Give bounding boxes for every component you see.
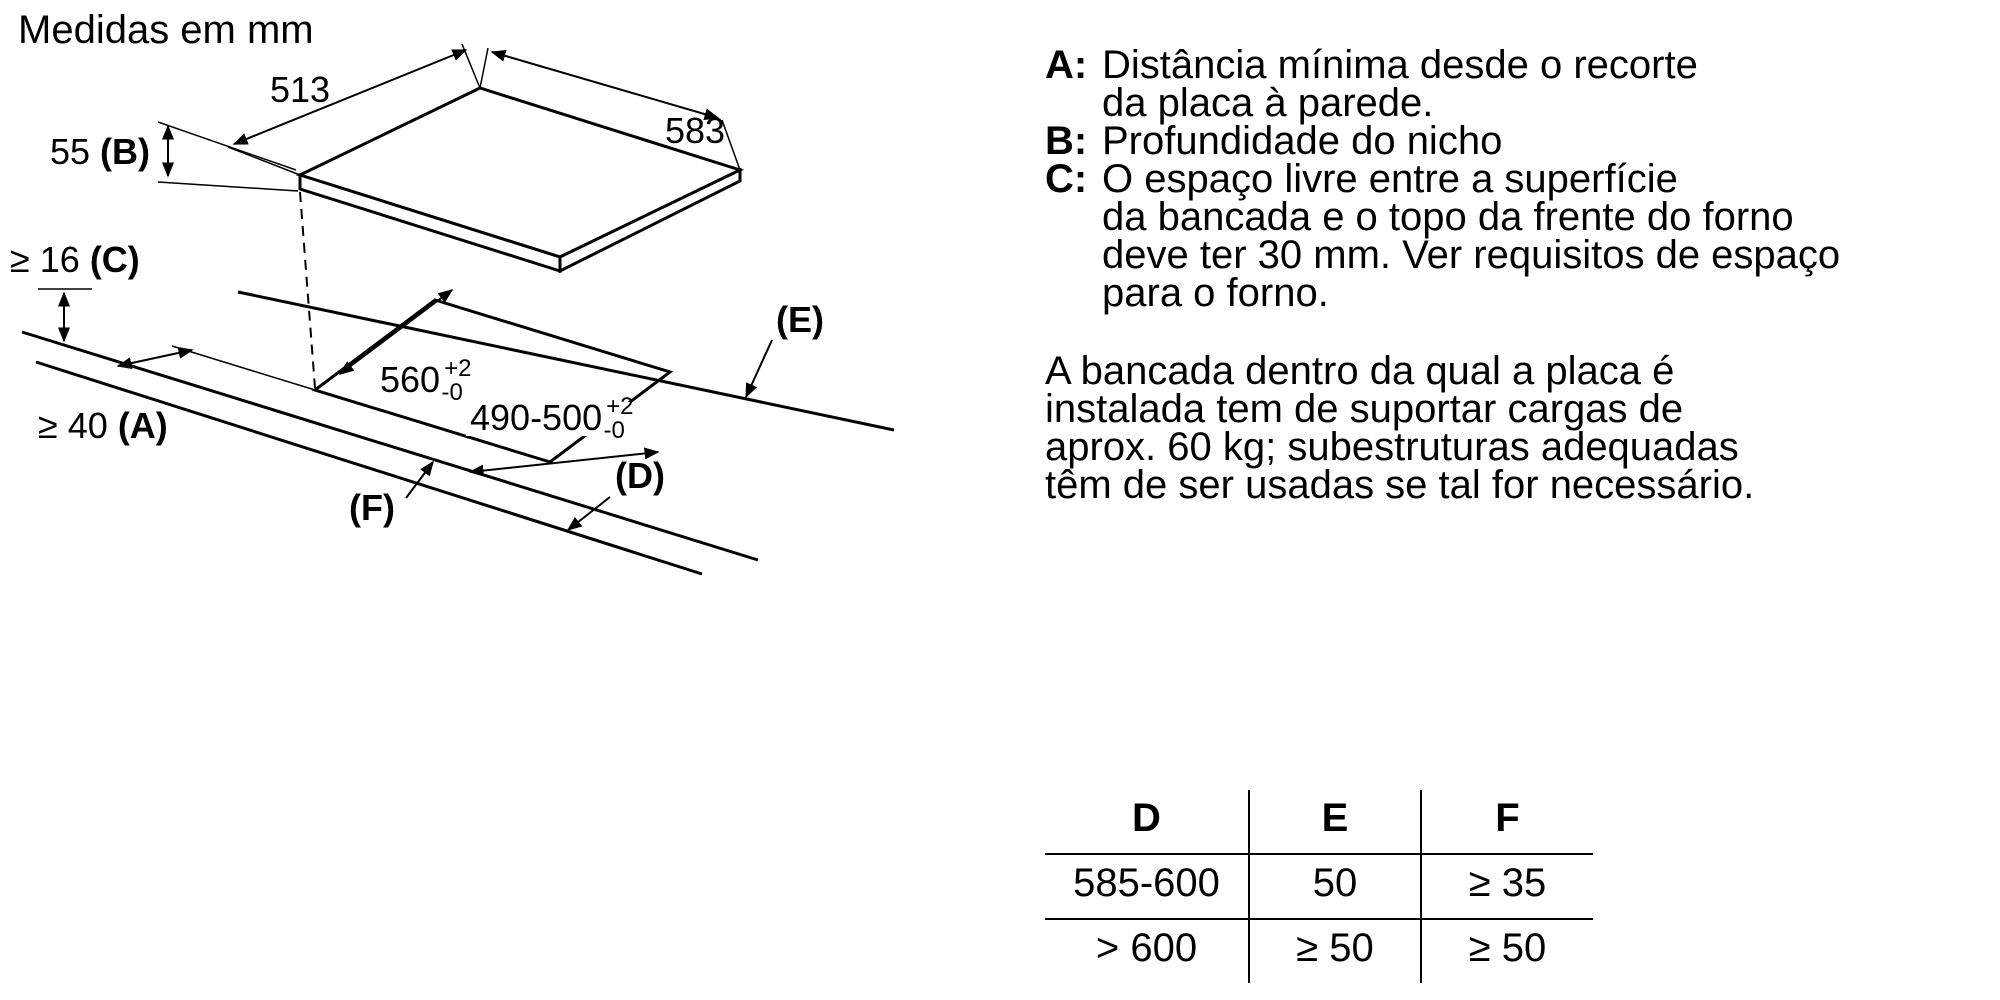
legend-item-a: A: Distância mínima desde o recorte da p…: [1045, 43, 1840, 125]
table-cell-e2: ≥ 50: [1250, 918, 1422, 983]
dim-513-label: 513: [270, 69, 330, 110]
legend-text-b: Profundidade do nicho: [1102, 119, 1503, 163]
page-title: Medidas em mm: [18, 8, 314, 52]
dim-a-arrow: [116, 346, 194, 370]
table-cell-d1: 585-600: [1045, 853, 1250, 918]
label-e: (E): [776, 299, 824, 340]
dim-490-500-arrow: [468, 447, 660, 477]
dim-513-arrow: [232, 49, 468, 145]
label-e-leader: [745, 339, 773, 399]
legend-letter-a: A:: [1045, 43, 1088, 87]
dim-583-label: 583: [665, 110, 725, 151]
dim-b-label: 55 (B): [50, 131, 150, 172]
label-d-leader: [566, 496, 611, 531]
note-paragraph: A bancada dentro da qual a placa é insta…: [1045, 349, 1755, 507]
legend-text-a: Distância mínima desde o recorte da plac…: [1102, 43, 1698, 125]
table-header-e: E: [1250, 790, 1422, 853]
label-d: (D): [615, 455, 665, 496]
countertop-outline: [21, 191, 895, 576]
table-cell-e1: 50: [1250, 853, 1422, 918]
dimension-labels: 513 583 55 (B) ≥ 16 (C) ≥ 40 (A) 560+2-0…: [10, 69, 824, 528]
dim-560-arrow: [338, 289, 454, 375]
installation-diagram: 513 583 55 (B) ≥ 16 (C) ≥ 40 (A) 560+2-0…: [10, 43, 895, 576]
table-header-d: D: [1045, 790, 1250, 853]
countertop-front-top-edge: [21, 330, 759, 562]
legend-text-c: O espaço livre entre a superfície da ban…: [1102, 157, 1841, 315]
hob-right-face: [558, 167, 742, 274]
legend: A: Distância mínima desde o recorte da p…: [1045, 43, 1841, 315]
label-f-leader: [405, 460, 434, 499]
table-cell-f1: ≥ 35: [1422, 853, 1593, 918]
dim-583-arrow: [490, 50, 720, 120]
dim-a-label: ≥ 40 (A): [38, 405, 168, 446]
countertop-front-bottom-edge: [35, 360, 703, 576]
table-cell-f2: ≥ 50: [1422, 918, 1593, 983]
cutout-extension-line: [171, 345, 316, 391]
label-f: (F): [349, 487, 395, 528]
legend-letter-b: B:: [1045, 119, 1088, 163]
def-dimension-table: D E F 585-600 50 ≥ 35 > 600 ≥ 50 ≥ 50: [1045, 790, 1593, 983]
projection-dashed-line: [299, 191, 316, 389]
table-cell-d2: > 600: [1045, 918, 1250, 983]
dim-490-500-label: 490-500+2-0: [470, 393, 634, 444]
table-header-f: F: [1495, 796, 1520, 840]
dim-c-label: ≥ 16 (C): [10, 239, 140, 280]
legend-letter-c: C:: [1045, 157, 1088, 201]
dim-560-label: 560+2-0: [380, 355, 471, 406]
dimension-lines: [38, 43, 773, 531]
legend-item-c: C: O espaço livre entre a superfície da …: [1045, 157, 1841, 315]
legend-item-b: B: Profundidade do nicho: [1045, 119, 1840, 163]
